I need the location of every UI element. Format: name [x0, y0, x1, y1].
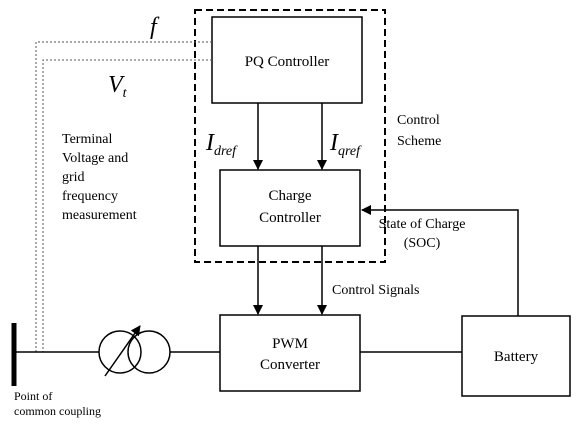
pwm-converter-label-line1: PWM [272, 336, 308, 352]
iqref-label: Iqref [329, 130, 362, 159]
idref-label: Idref [205, 130, 238, 159]
control-scheme-label-line1: Control [397, 113, 440, 128]
pcc-label-line1: Point of [14, 389, 52, 403]
voltage-measurement-line [42, 59, 212, 352]
soc-label-line1: State of Charge [379, 217, 466, 232]
pwm-converter-label-line2: Converter [260, 357, 320, 373]
measurement-label-line5: measurement [62, 208, 137, 223]
frequency-symbol: f [150, 14, 160, 40]
pq-controller-block [211, 16, 363, 104]
frequency-measurement-line [35, 41, 212, 352]
charge-controller-label-line2: Controller [259, 210, 321, 226]
measurement-label-line2: Voltage and [62, 151, 128, 166]
terminal-voltage-symbol: Vt [108, 72, 128, 101]
control-scheme-boundary [194, 9, 386, 263]
soc-feedback-line [361, 205, 519, 316]
charge-controller-block [219, 169, 361, 247]
pcc-label-line2: common coupling [14, 404, 101, 418]
measurement-label-line1: Terminal [62, 132, 112, 147]
soc-label-line2: (SOC) [404, 236, 441, 251]
control-scheme-label-line2: Scheme [397, 134, 441, 149]
control-signals-label: Control Signals [332, 283, 420, 298]
pwm-converter-block [219, 314, 361, 392]
transformer-icon [98, 325, 171, 377]
battery-block [461, 315, 571, 397]
charge-controller-label-line1: Charge [268, 188, 311, 204]
battery-label: Battery [494, 349, 539, 365]
measurement-label-line4: frequency [62, 189, 118, 204]
pq-controller-label: PQ Controller [245, 54, 330, 70]
measurement-label-line3: grid [62, 170, 85, 185]
